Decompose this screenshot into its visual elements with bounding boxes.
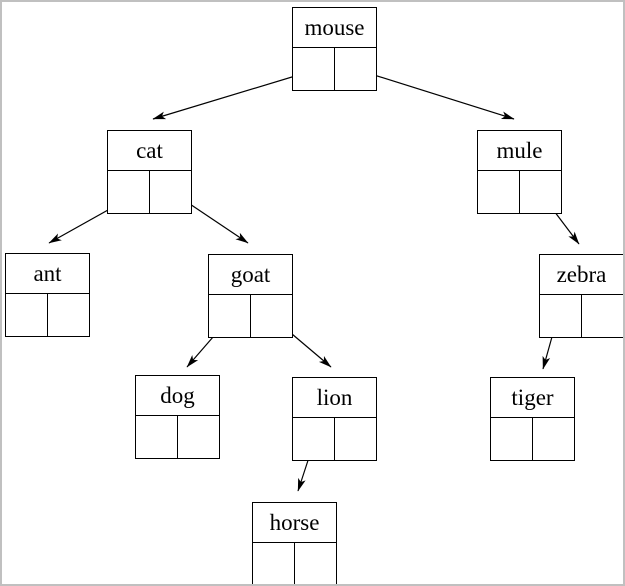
left-pointer-cell — [136, 416, 178, 458]
pointer-row — [293, 48, 376, 90]
right-pointer-cell — [520, 171, 561, 213]
pointer-row — [253, 543, 336, 584]
pointer-row — [491, 418, 574, 460]
right-pointer-cell — [582, 295, 623, 337]
edge-arrow-mouse-left-to-cat — [152, 69, 316, 120]
tree-node-lion: lion — [292, 377, 377, 461]
tree-node-cat: cat — [107, 130, 192, 214]
tree-node-mouse: mouse — [292, 7, 377, 91]
node-label: lion — [293, 378, 376, 418]
left-pointer-cell — [293, 48, 335, 90]
right-pointer-cell — [335, 48, 376, 90]
left-pointer-cell — [491, 418, 533, 460]
tree-node-ant: ant — [5, 253, 90, 337]
tree-node-horse: horse — [252, 502, 337, 584]
pointer-row — [6, 294, 89, 336]
left-pointer-cell — [293, 418, 335, 460]
node-label: mouse — [293, 8, 376, 48]
node-label: cat — [108, 131, 191, 171]
left-pointer-cell — [108, 171, 150, 213]
node-label: dog — [136, 376, 219, 416]
left-pointer-cell — [253, 543, 295, 584]
left-pointer-cell — [540, 295, 582, 337]
pointer-row — [540, 295, 623, 337]
node-label: horse — [253, 503, 336, 543]
tree-node-tiger: tiger — [490, 377, 575, 461]
node-label: mule — [478, 131, 561, 171]
node-label: tiger — [491, 378, 574, 418]
node-label: goat — [209, 255, 292, 295]
left-pointer-cell — [6, 294, 48, 336]
pointer-row — [108, 171, 191, 213]
right-pointer-cell — [48, 294, 89, 336]
left-pointer-cell — [209, 295, 251, 337]
pointer-row — [209, 295, 292, 337]
right-pointer-cell — [533, 418, 574, 460]
left-pointer-cell — [478, 171, 520, 213]
node-label: zebra — [540, 255, 623, 295]
tree-node-mule: mule — [477, 130, 562, 214]
right-pointer-cell — [178, 416, 219, 458]
pointer-row — [293, 418, 376, 460]
right-pointer-cell — [251, 295, 292, 337]
right-pointer-cell — [150, 171, 191, 213]
right-pointer-cell — [295, 543, 336, 584]
node-label: ant — [6, 254, 89, 294]
pointer-row — [478, 171, 561, 213]
pointer-row — [136, 416, 219, 458]
right-pointer-cell — [335, 418, 376, 460]
tree-node-dog: dog — [135, 375, 220, 459]
edge-arrow-mouse-right-to-mule — [354, 68, 515, 120]
tree-node-zebra: zebra — [539, 254, 623, 338]
tree-node-goat: goat — [208, 254, 293, 338]
